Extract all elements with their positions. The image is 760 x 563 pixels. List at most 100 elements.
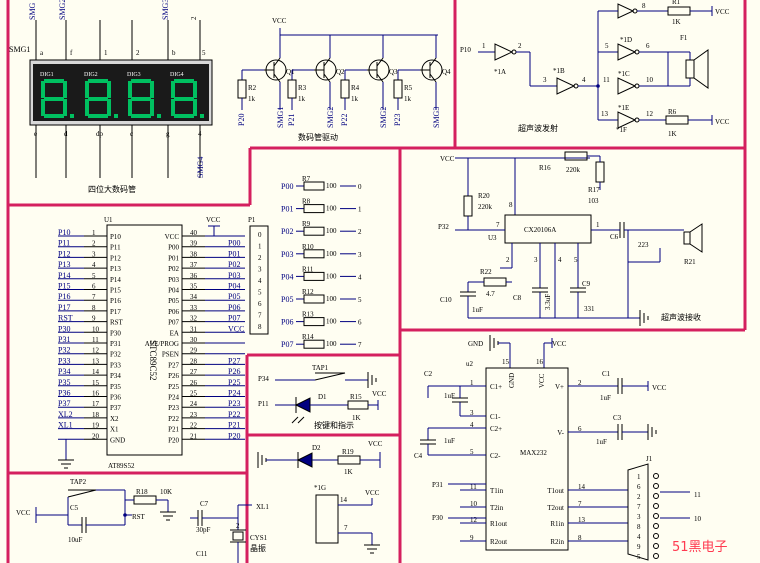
smg1-label: SMG1 (9, 45, 30, 54)
mcu-rpin-20: P20 (168, 436, 179, 444)
mcu-rnum-10: 31 (190, 325, 198, 333)
cx-label: CX20106A (524, 226, 556, 234)
c3-label: C3 (613, 414, 622, 422)
mcu-lpin-16: P36 (110, 394, 121, 402)
mcu-rnum-16: 25 (190, 390, 198, 398)
decimal-point (114, 114, 118, 118)
r6-value: 1K (668, 130, 677, 138)
c1-vcc: VCC (652, 384, 667, 392)
u2-label: u2 (466, 360, 474, 368)
tx-input: P10 (460, 46, 471, 54)
res-val-2: 100 (326, 227, 337, 235)
resistor-row-1: P01 R8 100 1 (281, 198, 362, 214)
rst-label: RST (132, 513, 146, 521)
r-label-4: R5 (404, 84, 413, 92)
mcu-rnum-5: 36 (190, 272, 198, 280)
mcu-lpin-13: P33 (110, 361, 121, 369)
mcu-lport-4: P13 (58, 260, 70, 269)
res-num-4: 4 (358, 273, 362, 281)
mcu-rnum-19: 22 (190, 422, 198, 430)
max-p31: P31 (432, 481, 443, 489)
mcu-lport-8: P17 (58, 303, 70, 312)
c3-value: 1uF (596, 438, 607, 446)
mcu-rnum-2: 39 (190, 240, 198, 248)
r-label-3: R4 (351, 84, 360, 92)
r-value-1: 1k (248, 95, 256, 103)
mcu-lnum-15: 15 (92, 379, 100, 387)
tx-pin-10: 10 (646, 76, 654, 84)
gate-1a: *1A (494, 68, 506, 76)
res-port-3: P03 (281, 250, 293, 259)
r16-label: R16 (539, 164, 551, 172)
r17-value: 103 (588, 197, 599, 205)
max-rnum-1: 6 (578, 425, 582, 433)
c10-value: 1uF (472, 306, 483, 314)
mcu-lnum-19: 19 (92, 422, 100, 430)
r19-value: 1K (344, 468, 353, 476)
j1-pin-2: 2 (637, 493, 641, 501)
mcu-lport-12: P32 (58, 346, 70, 355)
pin-e: e (34, 130, 37, 138)
dig4-label: DIG4 (170, 72, 184, 78)
mcu-rport-14: P26 (228, 367, 240, 376)
digit-2-glyph (85, 79, 118, 118)
mcu-rport-13: P27 (228, 356, 240, 365)
mcu-lport-10: P30 (58, 324, 70, 333)
rx-speaker-icon (689, 223, 703, 253)
gate-1e: *1E (618, 104, 629, 112)
digit-4-glyph (171, 79, 204, 118)
mcu-lpin-14: P34 (110, 372, 121, 380)
mcu-rport-17: P23 (228, 399, 240, 408)
j1-label: J1 (646, 455, 653, 463)
c5-label: C5 (70, 504, 79, 512)
rx-transducer-body (683, 231, 691, 245)
mcu-rpin-7: P05 (168, 297, 179, 305)
j1-pin-1: 1 (637, 473, 641, 481)
led2-section: D2 R19 1K VCC (257, 440, 383, 476)
max-pin-15: 15 (502, 358, 510, 366)
tx-caption: 超声波发射 (518, 123, 558, 133)
max-lnum-6: 12 (470, 516, 478, 524)
mcu-rpin-12: PSEN (162, 351, 179, 359)
res-port-1: P01 (281, 205, 293, 214)
mcu-rport-4: P02 (228, 260, 240, 269)
mcu-rnum-17: 24 (190, 400, 198, 408)
xl1-label: XL1 (256, 503, 269, 511)
rx-vcc: VCC (440, 155, 455, 163)
mcu-rnum-13: 28 (190, 357, 198, 365)
p1-pin-3: 3 (258, 266, 262, 274)
max232-label: MAX232 (520, 449, 547, 457)
mcu-lpin-17: P37 (110, 404, 121, 412)
mcu-lpin-18: X2 (110, 415, 119, 423)
jack-ref: *1G (314, 484, 326, 492)
tx-pin-2: 2 (518, 42, 522, 50)
dig1-label: DIG1 (40, 72, 54, 78)
rx-pin-2: 2 (506, 256, 510, 264)
port-label-4: P23 (393, 114, 402, 126)
res-ref-1: R8 (302, 198, 311, 206)
rx-pin-4: 4 (558, 256, 562, 264)
res-num-1: 1 (358, 206, 362, 214)
mcu-lport-15: P35 (58, 378, 70, 387)
r16-value: 220k (566, 166, 581, 174)
q-label-2: Q2 (336, 68, 345, 76)
rx-pin-7: 7 (496, 221, 500, 229)
r20-label: R20 (478, 192, 490, 200)
res-ref-7: R14 (302, 333, 314, 341)
c9-value: 331 (584, 305, 595, 313)
port-label-1: P20 (237, 114, 246, 126)
mcu-lpin-8: P17 (110, 308, 121, 316)
max-rnum-4: 13 (578, 516, 586, 524)
decimal-point (70, 114, 74, 118)
pin-b: b (172, 49, 176, 57)
mcu-rnum-11: 30 (190, 336, 198, 344)
c2-value: 1uF (444, 392, 455, 400)
res-port-7: P07 (281, 340, 293, 349)
max232-pins: C1+1C1-3C2+4C2-5T1in11T2in10R1out12R2out… (460, 379, 628, 546)
res-val-1: 100 (326, 205, 337, 213)
mcu-rpin-10: EA (170, 329, 179, 337)
pin-f: f (70, 49, 73, 57)
j1-right-10: 10 (694, 515, 702, 523)
